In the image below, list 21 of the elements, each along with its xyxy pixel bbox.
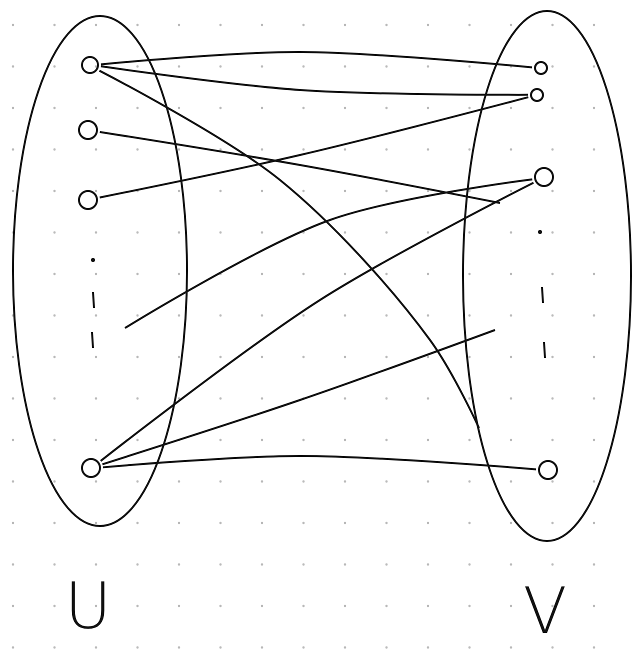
vertex-circle <box>81 56 99 74</box>
edge-line <box>100 96 529 198</box>
edge-line <box>98 70 480 428</box>
edge-line <box>102 329 496 466</box>
vertex-circle <box>530 88 544 102</box>
vertex-circle <box>534 167 554 187</box>
set-label: V <box>522 580 568 644</box>
set-label: U <box>64 575 112 639</box>
vertex-circle <box>78 190 98 210</box>
vertex-circle <box>81 458 101 478</box>
edge-line <box>100 65 528 96</box>
edge-line <box>100 130 500 204</box>
vertex-circle <box>78 120 98 140</box>
vertex-set-ellipse <box>462 10 632 542</box>
edge-line <box>100 182 534 462</box>
vertex-set-ellipse <box>12 15 188 527</box>
edge-line <box>102 455 536 470</box>
edge-line <box>124 178 532 329</box>
vertex-circle <box>534 61 548 75</box>
edge-line <box>100 51 532 68</box>
vertex-circle <box>538 460 558 480</box>
